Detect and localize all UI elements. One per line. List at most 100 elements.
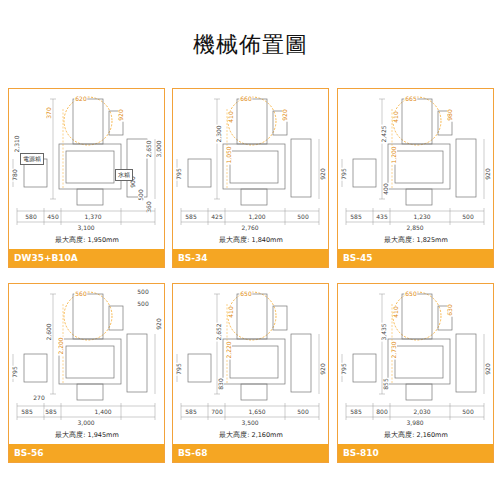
dimension-tick [346,403,347,420]
dimension-tick [450,208,451,225]
orange-guide [63,109,64,189]
dimension-value: 795 [341,167,347,180]
work-area [66,346,114,378]
control-box [273,306,287,330]
dimension-value: 920 [282,108,288,121]
base-outline [77,384,103,400]
max-height-note: 最大高度: 2,160mm [383,432,449,439]
dimension-value: 2,730 [391,340,397,359]
cabinet-box: 水箱 [115,169,133,181]
work-area [395,346,443,378]
dimension-line [346,222,484,223]
max-height-note: 最大高度: 1,825mm [383,237,449,244]
dimension-tick [390,403,391,420]
cabinet-outline [456,334,476,392]
dimension-value: 780 [12,168,18,181]
base-outline [241,189,267,205]
dimension-value: 500 [296,409,309,415]
dimension-tick [121,403,122,420]
cabinet-outline [127,334,147,392]
dimension-tick [285,403,286,420]
dimension-value: 500 [136,301,149,307]
dimension-tick [379,294,385,295]
model-name: BS-56 [9,444,164,462]
table-outline [388,339,450,384]
base-outline [77,189,103,205]
dimension-value: 1,370 [83,214,102,220]
table-outline [59,339,121,384]
model-bar: BS-34 [173,249,328,267]
dimension-tick [319,403,320,420]
machine-panel: BS-456654109802,4251,2004007959205854351… [337,88,494,268]
dimension-value: 1,050 [226,145,232,164]
max-height-note: 最大高度: 2,160mm [218,432,284,439]
dimension-value: 580 [24,214,37,220]
dimension-value: 855 [383,377,389,390]
dimension-tick [155,208,156,225]
dimension-value: 920 [118,108,124,121]
dimension-value: 1,200 [391,145,397,164]
dimension-value: 700 [210,409,223,415]
dimension-value: 1,650 [247,409,266,415]
dimension-tick [379,99,385,100]
dimension-line [181,211,319,212]
swing-radius [393,97,441,145]
dimension-tick [44,208,45,225]
dimension-line [346,406,484,407]
dimension-line [17,211,155,212]
dimension-value: 2,200 [58,336,64,355]
dimension-value: 450 [46,214,59,220]
swing-radius [64,97,112,145]
dimension-tick [214,199,220,200]
dimension-value: 620 [74,96,87,102]
model-name: BS-45 [338,249,493,267]
tank-outline [353,354,376,382]
dimension-value: 3,000 [156,139,162,158]
dimension-value: 650 [239,291,252,297]
dimension-tick [379,394,385,395]
cabinet-outline [291,139,311,197]
dimension-line [217,99,218,199]
model-bar: BS-810 [338,444,493,462]
dimension-tick [214,294,220,295]
tank-outline [188,354,211,382]
swing-radius [228,97,276,145]
dimension-tick [50,99,56,100]
dimension-line [346,417,484,418]
dimension-value: 830 [218,377,224,390]
dimension-value: 800 [375,409,388,415]
head-outline [73,99,103,144]
dimension-value: 500 [136,289,149,295]
model-bar: DW35+B10A [9,249,164,267]
dimension-value: 920 [485,362,491,375]
dimension-value: 920 [320,362,326,375]
dimension-value: 980 [447,108,453,121]
dimension-tick [214,394,220,395]
dimension-value: 3,000 [76,420,95,426]
dimension-tick [208,403,209,420]
max-height-note: 最大高度: 1,950mm [54,237,120,244]
page-title: 機械佈置圖 [0,30,500,60]
dimension-value: 3,500 [240,420,259,426]
table-outline [388,144,450,189]
dimension-tick [373,208,374,225]
dimension-tick [390,208,391,225]
cabinet-outline [127,139,147,197]
dimension-tick [379,199,385,200]
dimension-tick [181,403,182,420]
dimension-value: 795 [12,365,18,378]
control-box [109,306,123,330]
dimension-value: 920 [156,317,162,330]
dimension-value: 585 [349,409,362,415]
dimension-line [53,99,54,199]
machine-panel: DW35+B10A6203709202,3107802,6503,0009005… [8,88,165,268]
model-bar: BS-56 [9,444,164,462]
dimension-value: 585 [184,409,197,415]
head-outline [237,294,267,339]
dimension-tick [225,208,226,225]
dimension-tick [61,208,62,225]
dimension-tick [484,403,485,420]
dimension-value: 920 [485,167,491,180]
dimension-tick [121,208,122,225]
cabinet-name: 電源箱 [23,156,41,162]
